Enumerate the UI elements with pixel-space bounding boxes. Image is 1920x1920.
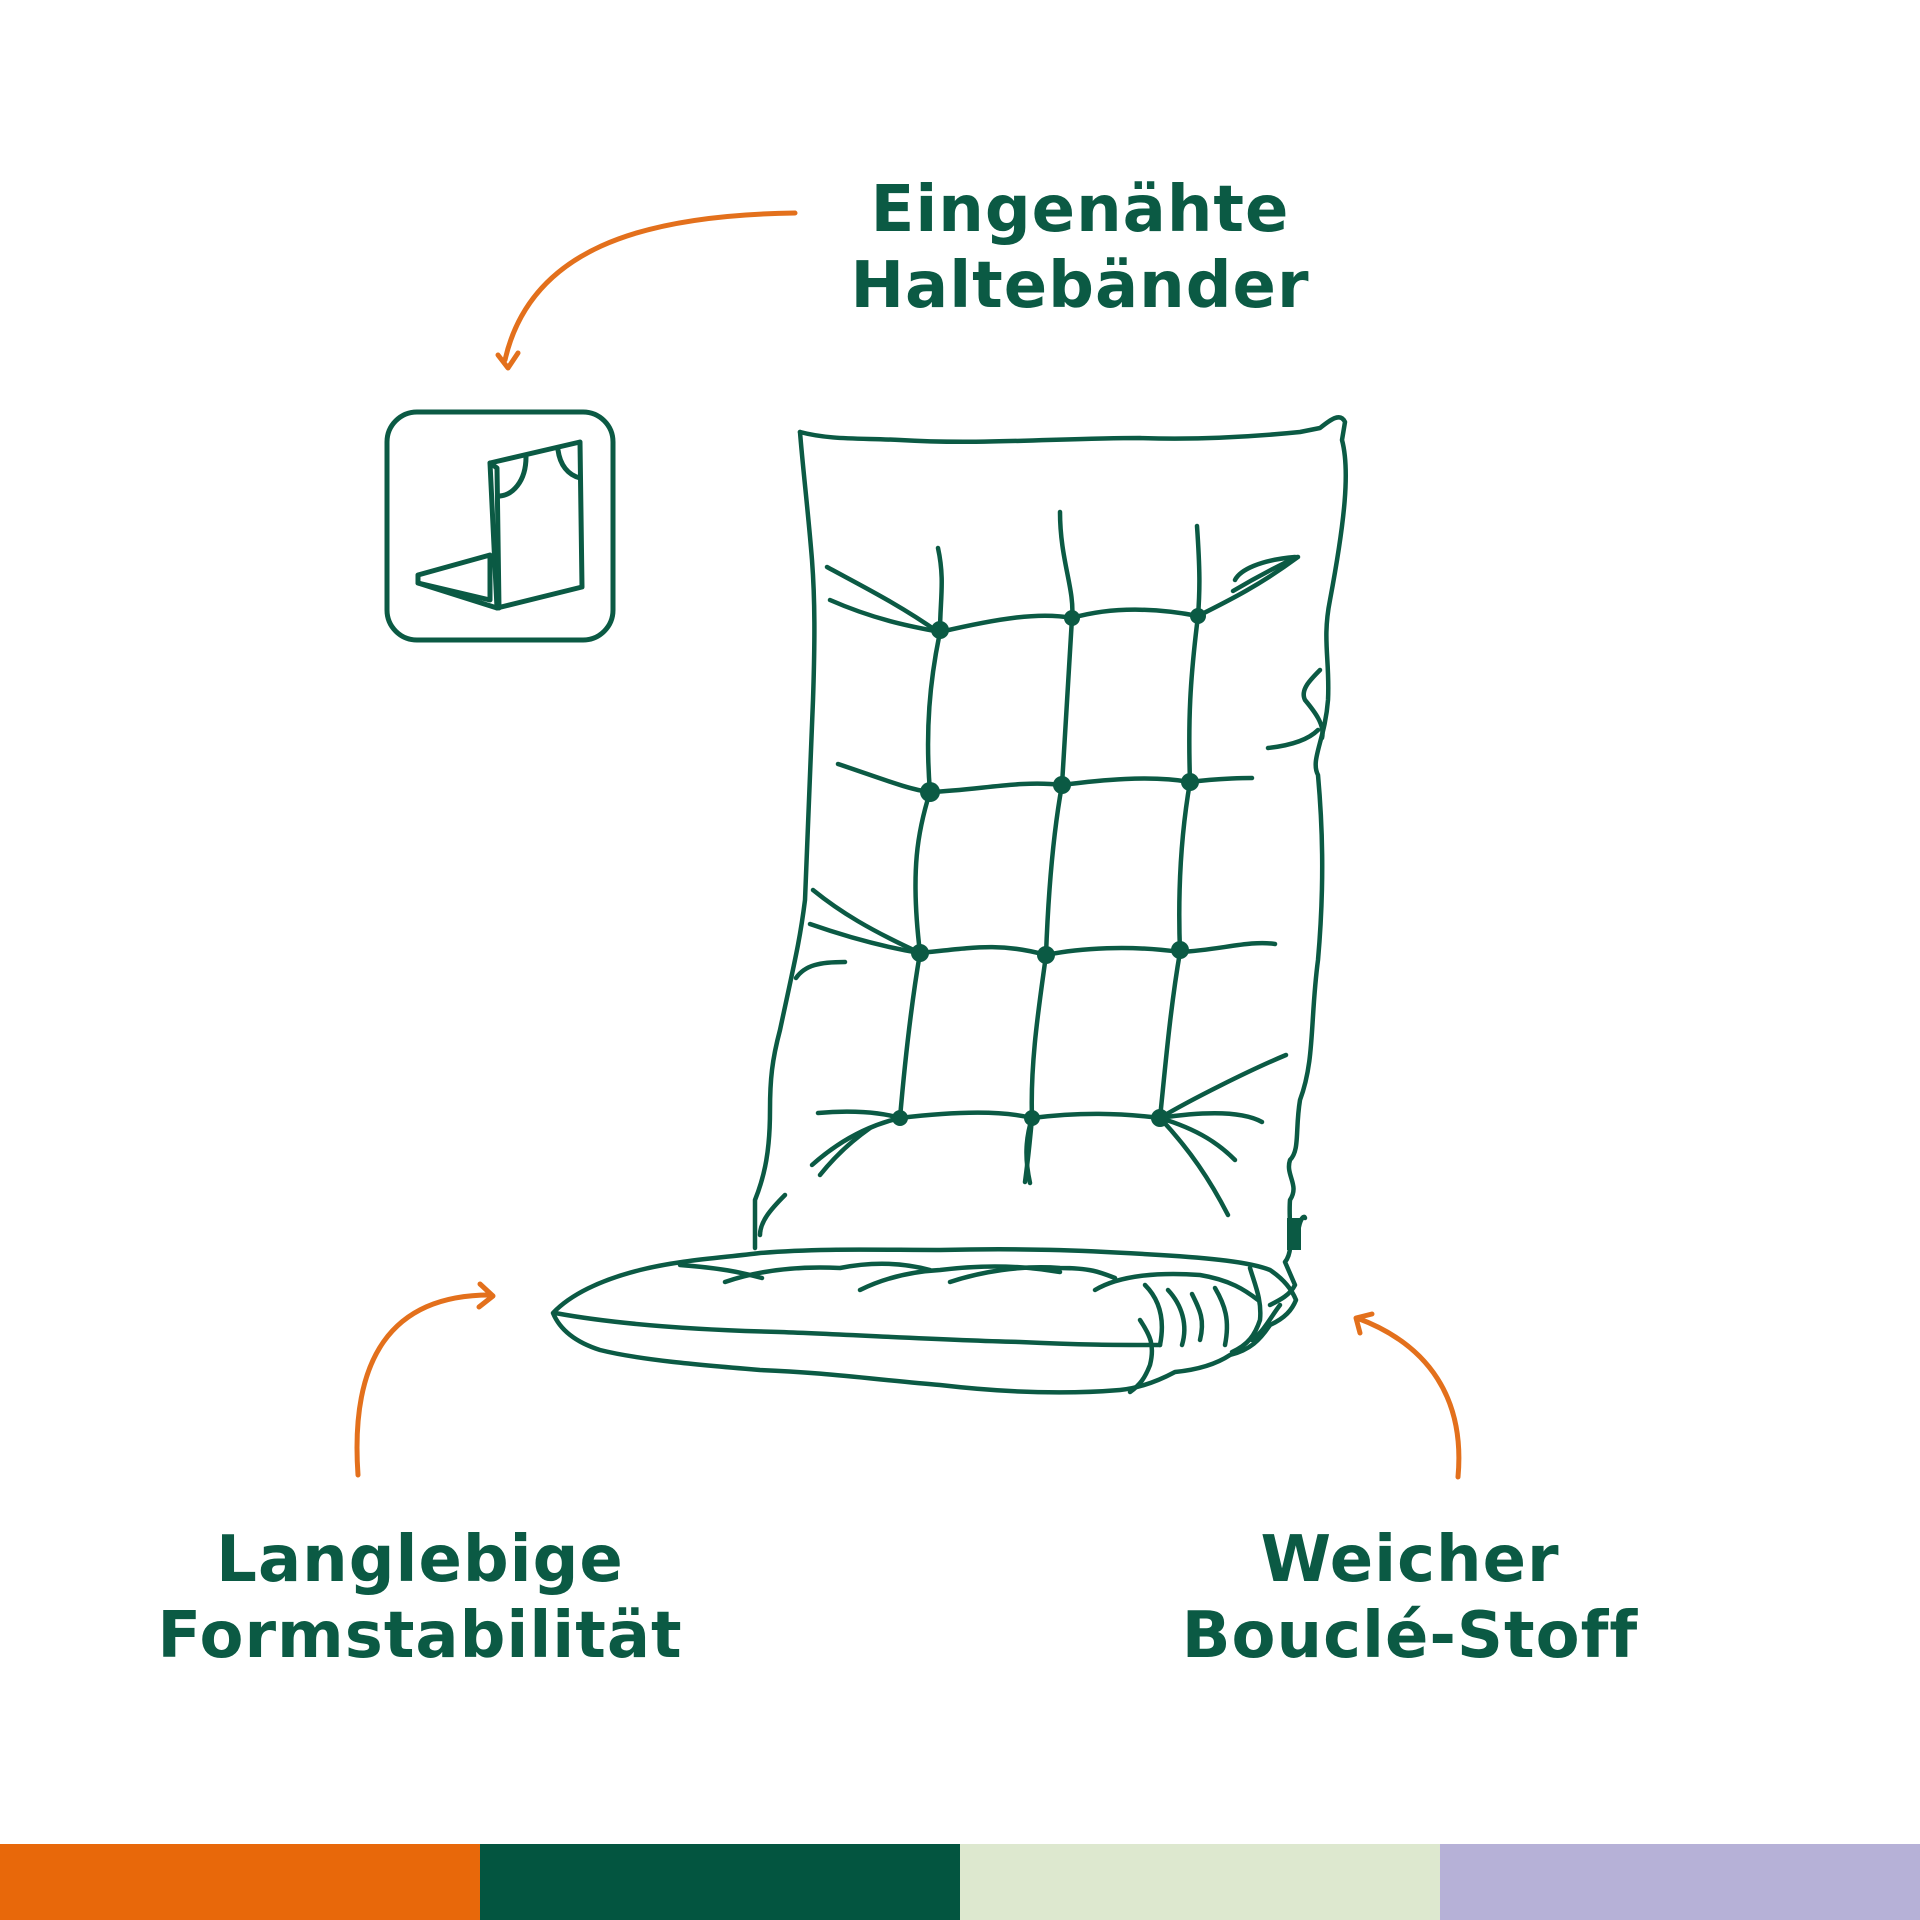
arrow-to-fabric bbox=[1354, 1315, 1462, 1480]
feature-label-shape-stability: Langlebige Formstabilität bbox=[110, 1522, 730, 1674]
strap-bracket-icon bbox=[384, 409, 616, 643]
color-swatch-orange bbox=[0, 1844, 480, 1920]
arrowhead-fabric bbox=[1353, 1311, 1375, 1336]
arrowhead-icon bbox=[495, 350, 521, 371]
feature-label-line: Formstabilität bbox=[157, 1599, 683, 1673]
arrow-to-seat bbox=[354, 1292, 493, 1478]
color-swatch-light-green bbox=[960, 1844, 1440, 1920]
feature-label-line: Haltebänder bbox=[850, 249, 1310, 323]
arrow-to-icon bbox=[502, 210, 798, 363]
tufted-chair-cushion-illustration bbox=[550, 415, 1349, 1395]
feature-label-line: Eingenähte bbox=[870, 173, 1290, 247]
feature-label-line: Weicher bbox=[1260, 1523, 1560, 1597]
tuft-buttons bbox=[892, 608, 1206, 1127]
brand-color-bar bbox=[0, 1844, 1920, 1920]
color-swatch-lavender bbox=[1440, 1844, 1920, 1920]
feature-label-line: Bouclé-Stoff bbox=[1181, 1599, 1639, 1673]
arrowhead-seat bbox=[476, 1281, 496, 1310]
feature-label-boucle-fabric: Weicher Bouclé-Stoff bbox=[1120, 1522, 1700, 1674]
feature-label-sewn-straps: Eingenähte Haltebänder bbox=[780, 172, 1380, 324]
feature-label-line: Langlebige bbox=[216, 1523, 624, 1597]
color-swatch-dark-green bbox=[480, 1844, 960, 1920]
